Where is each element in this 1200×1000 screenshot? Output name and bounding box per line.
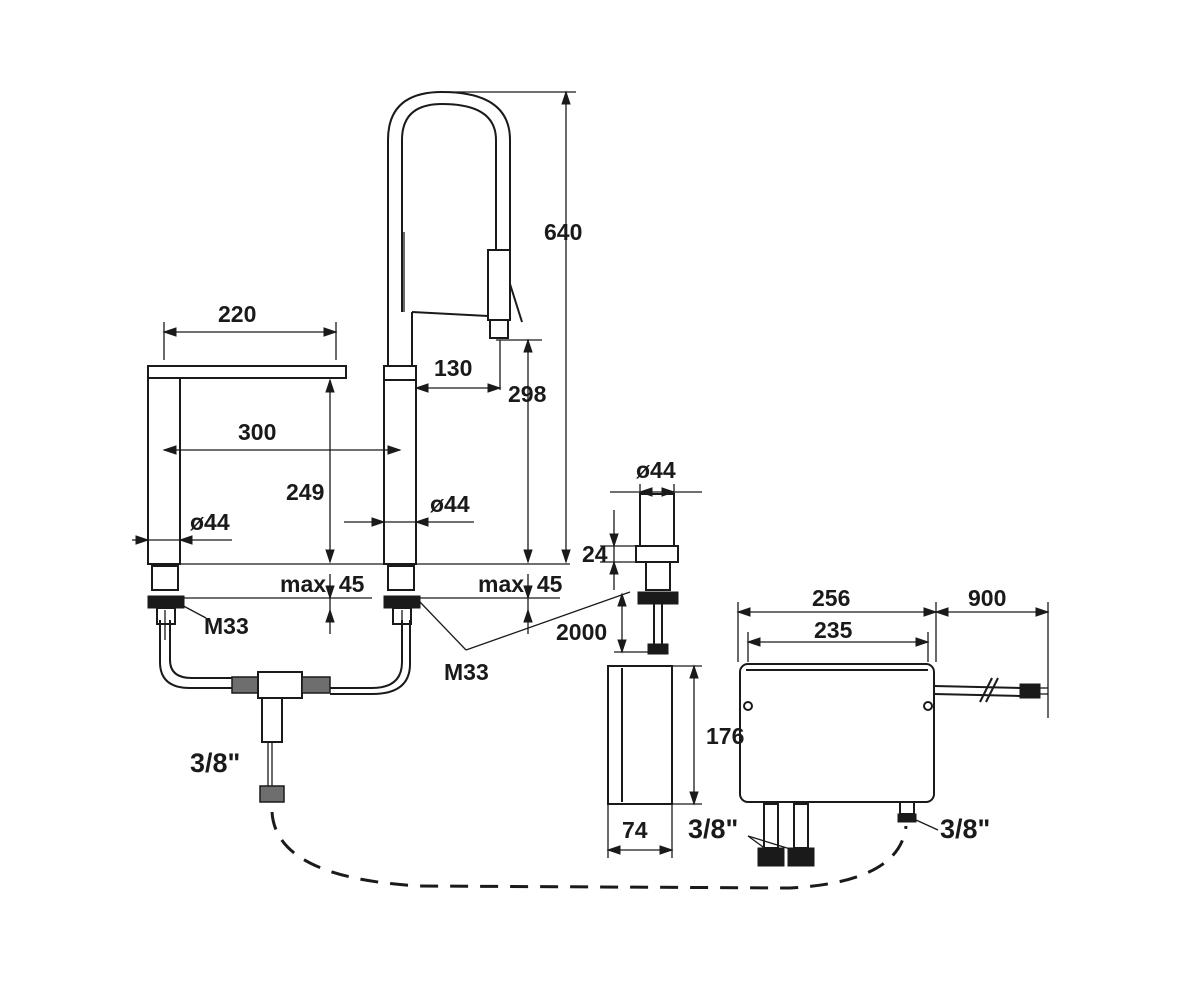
dim-max45-left-label: max. 45 bbox=[280, 571, 365, 597]
thread-box-right-label: 3/8" bbox=[940, 814, 990, 844]
dim-dia-center-label: ø44 bbox=[430, 491, 470, 517]
dim-dia-left-label: ø44 bbox=[190, 509, 230, 535]
dim-640-label: 640 bbox=[544, 219, 582, 245]
thread-m33-left-label: M33 bbox=[204, 613, 249, 639]
dim-2000-label: 2000 bbox=[556, 619, 607, 645]
dim-max45-right-label: max. 45 bbox=[478, 571, 563, 597]
dimension-lines bbox=[132, 90, 1050, 858]
heater-side-view bbox=[607, 665, 673, 805]
dim-249-label: 249 bbox=[286, 479, 324, 505]
center-faucet bbox=[383, 90, 523, 640]
connection-dashed-line bbox=[270, 811, 908, 890]
dim-900-label: 900 bbox=[968, 585, 1006, 611]
dim-176-label: 176 bbox=[706, 723, 744, 749]
dim-24-label: 24 bbox=[582, 541, 608, 567]
dim-dia-button-label: ø44 bbox=[636, 457, 676, 483]
thread-m33-right-label: M33 bbox=[444, 659, 489, 685]
control-button bbox=[635, 493, 679, 655]
thread-left-label: 3/8" bbox=[190, 748, 240, 778]
dimension-labels: 220 300 249 ø44 max. 45 M33 130 298 640 … bbox=[190, 219, 1006, 844]
thread-box-left-label: 3/8" bbox=[688, 814, 738, 844]
dim-130-label: 130 bbox=[434, 355, 472, 381]
dim-235-label: 235 bbox=[814, 617, 853, 643]
supply-hoses bbox=[159, 620, 411, 803]
dim-298-label: 298 bbox=[508, 381, 547, 407]
dim-74-label: 74 bbox=[622, 817, 648, 843]
dim-220-label: 220 bbox=[218, 301, 256, 327]
heater-front-view bbox=[739, 663, 1048, 867]
dim-300-label: 300 bbox=[238, 419, 276, 445]
dim-256-label: 256 bbox=[812, 585, 850, 611]
